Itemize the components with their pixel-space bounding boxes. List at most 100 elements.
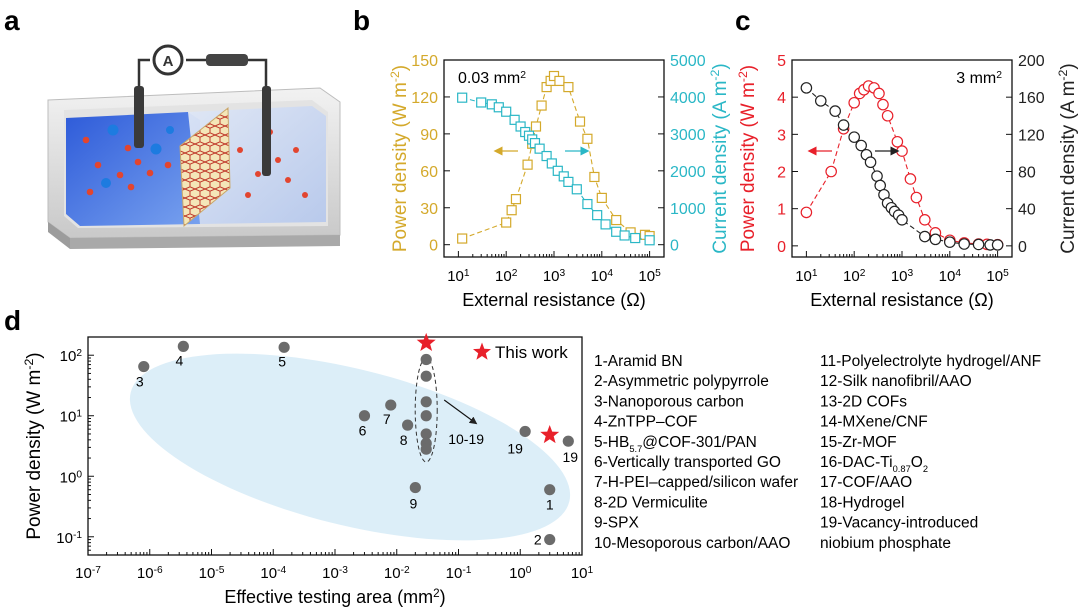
y-tick-label: 10-1: [56, 529, 82, 547]
right-tick-label: 0: [670, 238, 679, 255]
point-label: 19: [563, 449, 579, 465]
left-tick-label: 30: [420, 201, 438, 218]
group-label: 10-19: [448, 431, 484, 447]
legend-star-icon: [473, 342, 491, 360]
anion-particles: [101, 124, 174, 188]
data-point: [420, 443, 432, 455]
data-point: [402, 419, 414, 431]
panel-label-a: a: [4, 5, 20, 36]
data-point: [510, 194, 522, 205]
data-point: [929, 233, 942, 246]
reference-item: 13-2D COFs: [820, 393, 907, 410]
left-tick-label: 120: [411, 90, 438, 107]
reference-item: niobium phosphate: [820, 535, 951, 552]
reference-item: 10-Mesoporous carbon/AAO: [594, 535, 790, 552]
data-point: [944, 236, 956, 248]
data-point: [420, 353, 432, 366]
this-work-star: [540, 425, 560, 444]
data-point: [582, 133, 593, 144]
x-axis-label: Effective testing area (mm2): [224, 587, 445, 607]
panel-label-c: c: [735, 5, 751, 36]
reference-item: 18-Hydrogel: [820, 494, 904, 511]
data-point: [589, 171, 600, 183]
point-label: 8: [400, 432, 408, 448]
data-point: [457, 92, 468, 103]
x-tick-label: 103: [543, 268, 566, 286]
reference-item: 12-Silk nanofibril/AAO: [820, 373, 972, 390]
right-tick-label: 200: [1018, 53, 1045, 70]
data-point: [582, 198, 593, 210]
y-tick-label: 102: [60, 348, 83, 366]
data-point: [420, 396, 432, 408]
right-tick-label: 160: [1018, 90, 1045, 107]
data-point: [644, 235, 655, 246]
x-tick-label: 105: [986, 268, 1009, 286]
data-point: [896, 145, 908, 157]
right-tick-label: 0: [1018, 239, 1027, 256]
right-tick-label: 3000: [670, 127, 706, 144]
y-tick-label: 100: [60, 469, 83, 487]
data-point: [958, 238, 970, 250]
reference-item: 16-DAC-Ti0.87O2: [820, 454, 928, 474]
data-point: [536, 100, 547, 111]
data-point: [554, 75, 565, 87]
data-point: [825, 165, 837, 178]
left-tick-label: 60: [420, 164, 438, 181]
x-tick-label: 100: [509, 565, 532, 583]
x-tick-label: 10-7: [75, 565, 101, 583]
data-point: [501, 106, 512, 117]
data-point: [177, 340, 189, 352]
data-point: [138, 360, 150, 373]
data-point: [596, 192, 607, 203]
schematic-cell: A: [47, 44, 341, 249]
area-annotation: 0.03 mm2: [458, 70, 526, 88]
data-point: [864, 156, 877, 169]
data-point: [881, 109, 894, 122]
data-point: [534, 143, 545, 154]
left-tick-label: 150: [411, 53, 438, 70]
point-label: 5: [278, 353, 286, 369]
reference-item: 5-HB5.7@COF-301/PAN: [594, 434, 757, 454]
x-tick-label: 102: [843, 268, 866, 286]
point-label: 6: [359, 423, 367, 439]
left-axis-label: Power density (W m-2): [736, 65, 759, 252]
x-tick-label: 10-3: [322, 565, 348, 583]
reference-item: 2-Asymmetric polypyrrole: [594, 373, 769, 390]
reference-item: 17-COF/AAO: [820, 474, 912, 491]
data-point: [630, 232, 641, 244]
left-tick-label: 2: [777, 165, 786, 182]
data-point: [501, 217, 512, 228]
data-point: [991, 239, 1004, 251]
right-tick-label: 5000: [670, 53, 706, 70]
x-tick-label: 10-2: [384, 565, 410, 583]
data-point: [522, 159, 533, 170]
right-tick-label: 40: [1018, 202, 1036, 219]
left-axis-label: Power density (W m-2): [388, 65, 411, 252]
data-point: [600, 219, 611, 230]
panel-label-d: d: [4, 305, 21, 336]
data-point: [530, 121, 542, 132]
x-tick-label: 10-4: [260, 565, 286, 583]
x-tick-label: 101: [795, 268, 818, 286]
data-point: [506, 205, 517, 216]
data-point: [574, 116, 586, 127]
right-axis-label: Current density (A m-2): [708, 63, 731, 253]
data-point: [562, 435, 574, 447]
point-label: 7: [383, 411, 391, 427]
resistor-icon: [206, 54, 248, 66]
area-annotation: 3 mm2: [956, 70, 1002, 88]
right-tick-label: 80: [1018, 165, 1036, 182]
data-point: [409, 481, 421, 494]
x-tick-label: 102: [495, 268, 518, 286]
data-point: [611, 214, 622, 226]
point-label: 3: [136, 374, 144, 390]
data-point: [552, 165, 563, 176]
ammeter-label: A: [163, 53, 174, 70]
left-tick-label: 4: [777, 90, 786, 107]
right-tick-label: 120: [1018, 127, 1045, 144]
x-tick-label: 10-5: [199, 565, 225, 583]
data-point: [855, 139, 867, 152]
group-arrow: [443, 399, 478, 425]
